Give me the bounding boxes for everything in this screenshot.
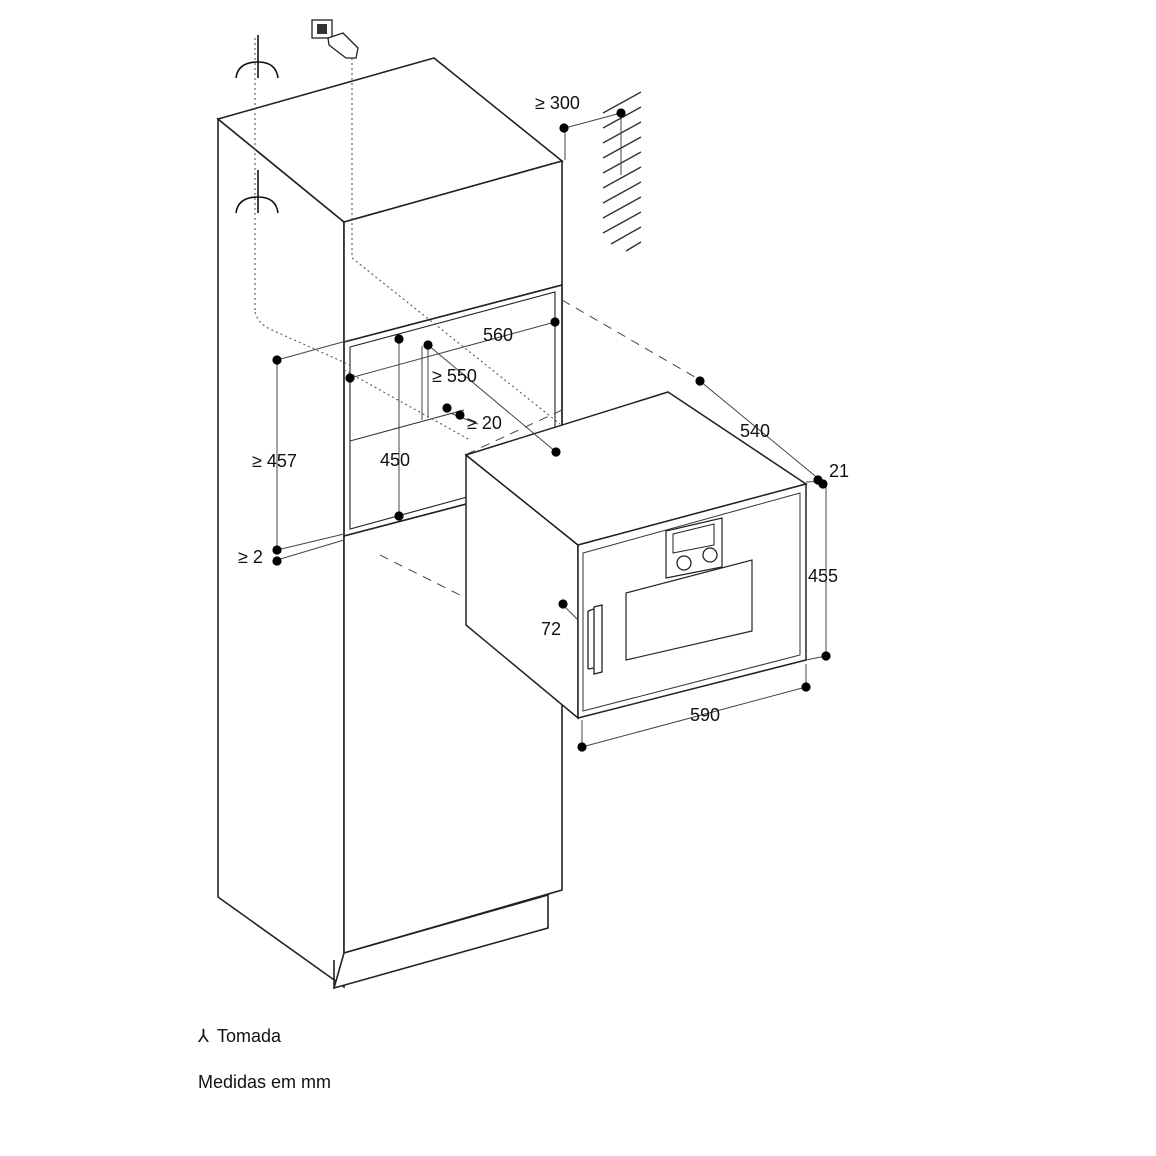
- label-appliance-depth: 540: [740, 421, 770, 441]
- oven-handle: [593, 604, 603, 675]
- label-niche-height-min: ≥ 457: [252, 451, 297, 471]
- display: [672, 523, 715, 554]
- cabinet-plinth: [332, 893, 549, 990]
- label-niche-depth: ≥ 550: [432, 366, 477, 386]
- socket-icon-lower: [235, 170, 279, 214]
- knob-left: [676, 555, 692, 571]
- cable-routes: [254, 38, 561, 441]
- label-appliance-width: 590: [690, 705, 720, 725]
- oven: [464, 391, 808, 720]
- dimension-points: [272, 108, 831, 752]
- socket-icon-upper: [235, 35, 279, 79]
- label-front-offset: 21: [829, 461, 849, 481]
- socket-label: Tomada: [217, 1026, 282, 1046]
- socket-icon: ⅄: [198, 1026, 209, 1047]
- dimension-labels: ≥ 300 560 ≥ 550 ≥ 20 ≥ 457 450 ≥ 2 540 2…: [238, 93, 849, 725]
- label-rear-gap: ≥ 20: [467, 413, 502, 433]
- tall-cabinet: [216, 57, 564, 990]
- label-niche-height: 450: [380, 450, 410, 470]
- label-appliance-height: 455: [808, 566, 838, 586]
- units-note: Medidas em mm: [198, 1072, 332, 1092]
- label-bottom-gap: ≥ 2: [238, 547, 263, 567]
- plug-icon: [311, 19, 359, 59]
- legend-socket: ⅄ Tomada: [198, 1026, 281, 1047]
- label-wall-clearance: ≥ 300: [535, 93, 580, 113]
- label-handle-offset: 72: [541, 619, 561, 639]
- wall-hatch: [602, 91, 642, 252]
- oven-window: [625, 559, 753, 661]
- cabinet-left-side: [217, 117, 345, 989]
- label-niche-width: 560: [483, 325, 513, 345]
- knob-right: [702, 547, 718, 563]
